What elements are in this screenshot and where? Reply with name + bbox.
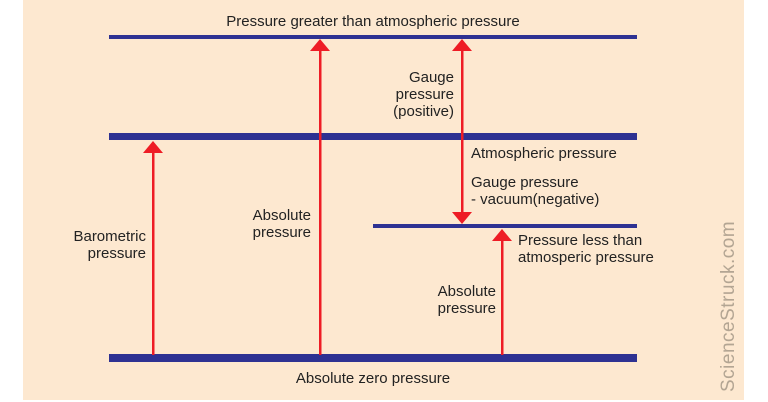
label-absolute-zero: Absolute zero pressure	[295, 370, 451, 387]
label-gauge-positive: Gauge pressure (positive)	[350, 69, 454, 120]
label-barometric: Barometric pressure	[40, 228, 146, 262]
diagram-canvas	[23, 0, 744, 400]
label-absolute-high: Absolute pressure	[210, 207, 311, 241]
watermark: ScienceStruck.com	[718, 220, 739, 392]
label-below-atmospheric: Pressure less than atmosperic pressure	[518, 232, 654, 266]
label-absolute-low-line2: pressure	[437, 300, 496, 317]
label-gauge-positive-line2: pressure	[395, 86, 454, 103]
label-gauge-negative-line2: - vacuum(negative)	[471, 191, 600, 208]
line-above-atmospheric	[109, 35, 637, 39]
label-absolute-high-line1: Absolute	[252, 207, 311, 224]
line-below-atmospheric	[373, 224, 637, 228]
label-below-atmospheric-line2: atmosperic pressure	[518, 249, 654, 266]
label-absolute-low: Absolute pressure	[400, 283, 496, 317]
line-absolute-zero	[109, 354, 637, 362]
label-gauge-positive-line3: (positive)	[393, 103, 454, 120]
label-absolute-low-line1: Absolute	[437, 283, 496, 300]
line-atmospheric	[109, 133, 637, 140]
label-below-atmospheric-line1: Pressure less than	[518, 232, 643, 249]
label-barometric-line1: Barometric	[73, 228, 146, 245]
label-atmospheric: Atmospheric pressure	[471, 145, 617, 162]
arrow-absolute-high	[310, 39, 330, 355]
arrow-barometric	[143, 141, 163, 355]
label-gauge-negative: Gauge pressure - vacuum(negative)	[471, 174, 599, 208]
label-barometric-line2: pressure	[87, 245, 146, 262]
label-gauge-positive-line1: Gauge	[408, 69, 454, 86]
arrow-gauge-double	[452, 39, 472, 224]
label-above-atmospheric: Pressure greater than atmospheric pressu…	[226, 13, 520, 30]
arrow-absolute-low	[492, 229, 512, 355]
label-gauge-negative-line1: Gauge pressure	[471, 174, 579, 191]
label-absolute-high-line2: pressure	[252, 224, 311, 241]
